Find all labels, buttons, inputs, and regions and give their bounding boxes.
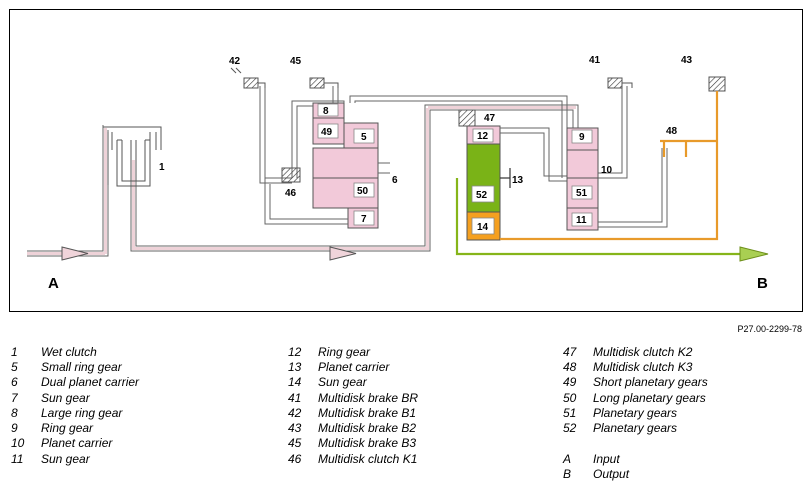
box-label-7: 7 — [361, 214, 367, 225]
brake-41 — [607, 77, 633, 89]
box-label-12: 12 — [477, 131, 489, 142]
label-13: 13 — [512, 175, 524, 186]
dual-carrier-6 — [312, 147, 379, 179]
box-label-52: 52 — [476, 190, 488, 201]
box-label-11: 11 — [576, 215, 587, 226]
label-boxes-1 — [317, 103, 375, 226]
clutch-47 — [458, 109, 476, 127]
label-10: 10 — [601, 165, 613, 176]
label-boxes-3 — [571, 129, 593, 227]
label-41: 41 — [589, 55, 601, 66]
transmission-schematic: A B 1 42 45 41 43 47 48 46 6 13 10 8 49 … — [27, 55, 769, 292]
output-label: B — [757, 275, 768, 292]
box-label-51: 51 — [576, 188, 588, 199]
set2-shafts — [500, 86, 628, 182]
clutch-46 — [281, 167, 301, 183]
figure-reference: P27.00-2299-78 — [737, 324, 802, 334]
label-43: 43 — [681, 55, 693, 66]
label-6: 6 — [392, 175, 398, 186]
planet-carrier-10 — [566, 149, 599, 179]
box-label-50: 50 — [357, 186, 369, 197]
input-arrow — [61, 246, 89, 261]
label-45: 45 — [290, 56, 302, 67]
output-shaft — [455, 178, 745, 256]
box-label-8: 8 — [323, 106, 329, 117]
brake-42 — [230, 67, 266, 89]
brake-43 — [708, 76, 726, 92]
label-46: 46 — [285, 188, 297, 199]
label-42: 42 — [229, 56, 241, 67]
set3-shafts — [598, 148, 668, 228]
label-1: 1 — [159, 162, 165, 173]
box-label-49: 49 — [321, 127, 333, 138]
box-label-9: 9 — [579, 132, 585, 143]
label-47: 47 — [484, 113, 496, 124]
output-arrow — [739, 246, 769, 262]
planetary-set-1 — [312, 102, 379, 229]
box-label-5: 5 — [361, 132, 367, 143]
input-label: A — [48, 275, 59, 292]
brake-45 — [309, 77, 339, 89]
shaft-arrow — [329, 246, 357, 261]
schematic-frame — [9, 9, 803, 312]
label-48: 48 — [666, 126, 678, 137]
box-label-14: 14 — [477, 222, 489, 233]
label-boxes-2 — [471, 128, 495, 235]
wet-clutch — [103, 126, 162, 187]
orange-shaft — [500, 91, 719, 241]
